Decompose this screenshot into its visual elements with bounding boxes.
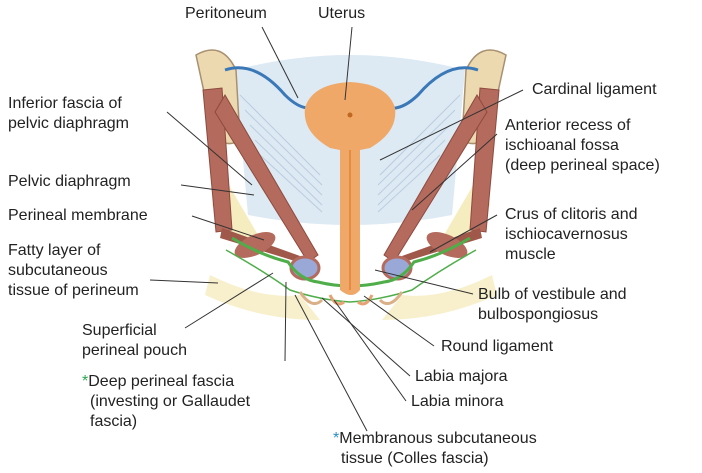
label-inferior-fascia-line2: pelvic diaphragm: [8, 114, 129, 134]
label-inferior-fascia: Inferior fascia of pelvic diaphragm: [8, 94, 129, 134]
label-membranous-line2: tissue (Colles fascia): [333, 449, 537, 469]
label-anterior-recess-line1: Anterior recess of: [505, 116, 660, 136]
label-inferior-fascia-line1: Inferior fascia of: [8, 94, 129, 114]
label-membranous-tissue: *Membranous subcutaneous tissue (Colles …: [333, 429, 537, 469]
label-fatty-layer: Fatty layer of subcutaneous tissue of pe…: [8, 241, 139, 301]
label-round-ligament: Round ligament: [441, 337, 553, 357]
uterine-cavity-dot: [348, 113, 353, 118]
label-crus-clitoris: Crus of clitoris and ischiocavernosus mu…: [505, 205, 638, 265]
label-bulb-line2: bulbospongiosus: [478, 305, 627, 325]
label-anterior-recess-line2: ischioanal fossa: [505, 136, 660, 156]
label-anterior-recess: Anterior recess of ischioanal fossa (dee…: [505, 116, 660, 176]
label-superficial-pouch-line2: perineal pouch: [82, 341, 187, 361]
label-perineal-membrane: Perineal membrane: [8, 206, 148, 226]
label-crus-line3: muscle: [505, 245, 638, 265]
label-deep-fascia-line3: fascia): [82, 412, 250, 432]
label-uterus: Uterus: [318, 4, 365, 24]
label-membranous-line1: Membranous subcutaneous: [339, 430, 536, 447]
label-peritoneum: Peritoneum: [185, 4, 267, 24]
label-superficial-pouch-line1: Superficial: [82, 321, 187, 341]
label-fatty-layer-line3: tissue of perineum: [8, 281, 139, 301]
label-deep-perineal-fascia: *Deep perineal fascia (investing or Gall…: [82, 372, 250, 432]
label-cardinal-ligament: Cardinal ligament: [532, 80, 657, 100]
label-bulb-vestibule: Bulb of vestibule and bulbospongiosus: [478, 285, 627, 325]
labia-minora-left: [330, 295, 344, 304]
label-anterior-recess-line3: (deep perineal space): [505, 156, 660, 176]
label-deep-fascia-line2: (investing or Gallaudet: [82, 392, 250, 412]
label-crus-line2: ischiocavernosus: [505, 225, 638, 245]
left-bulb-vestibule: [291, 257, 319, 279]
label-bulb-line1: Bulb of vestibule and: [478, 285, 627, 305]
label-labia-minora: Labia minora: [411, 392, 504, 412]
label-fatty-layer-line1: Fatty layer of: [8, 241, 139, 261]
label-superficial-pouch: Superficial perineal pouch: [82, 321, 187, 361]
label-deep-fascia-line1: Deep perineal fascia: [88, 373, 234, 390]
label-pelvic-diaphragm: Pelvic diaphragm: [8, 172, 131, 192]
label-fatty-layer-line2: subcutaneous: [8, 261, 139, 281]
label-labia-majora: Labia majora: [415, 367, 508, 387]
label-crus-line1: Crus of clitoris and: [505, 205, 638, 225]
